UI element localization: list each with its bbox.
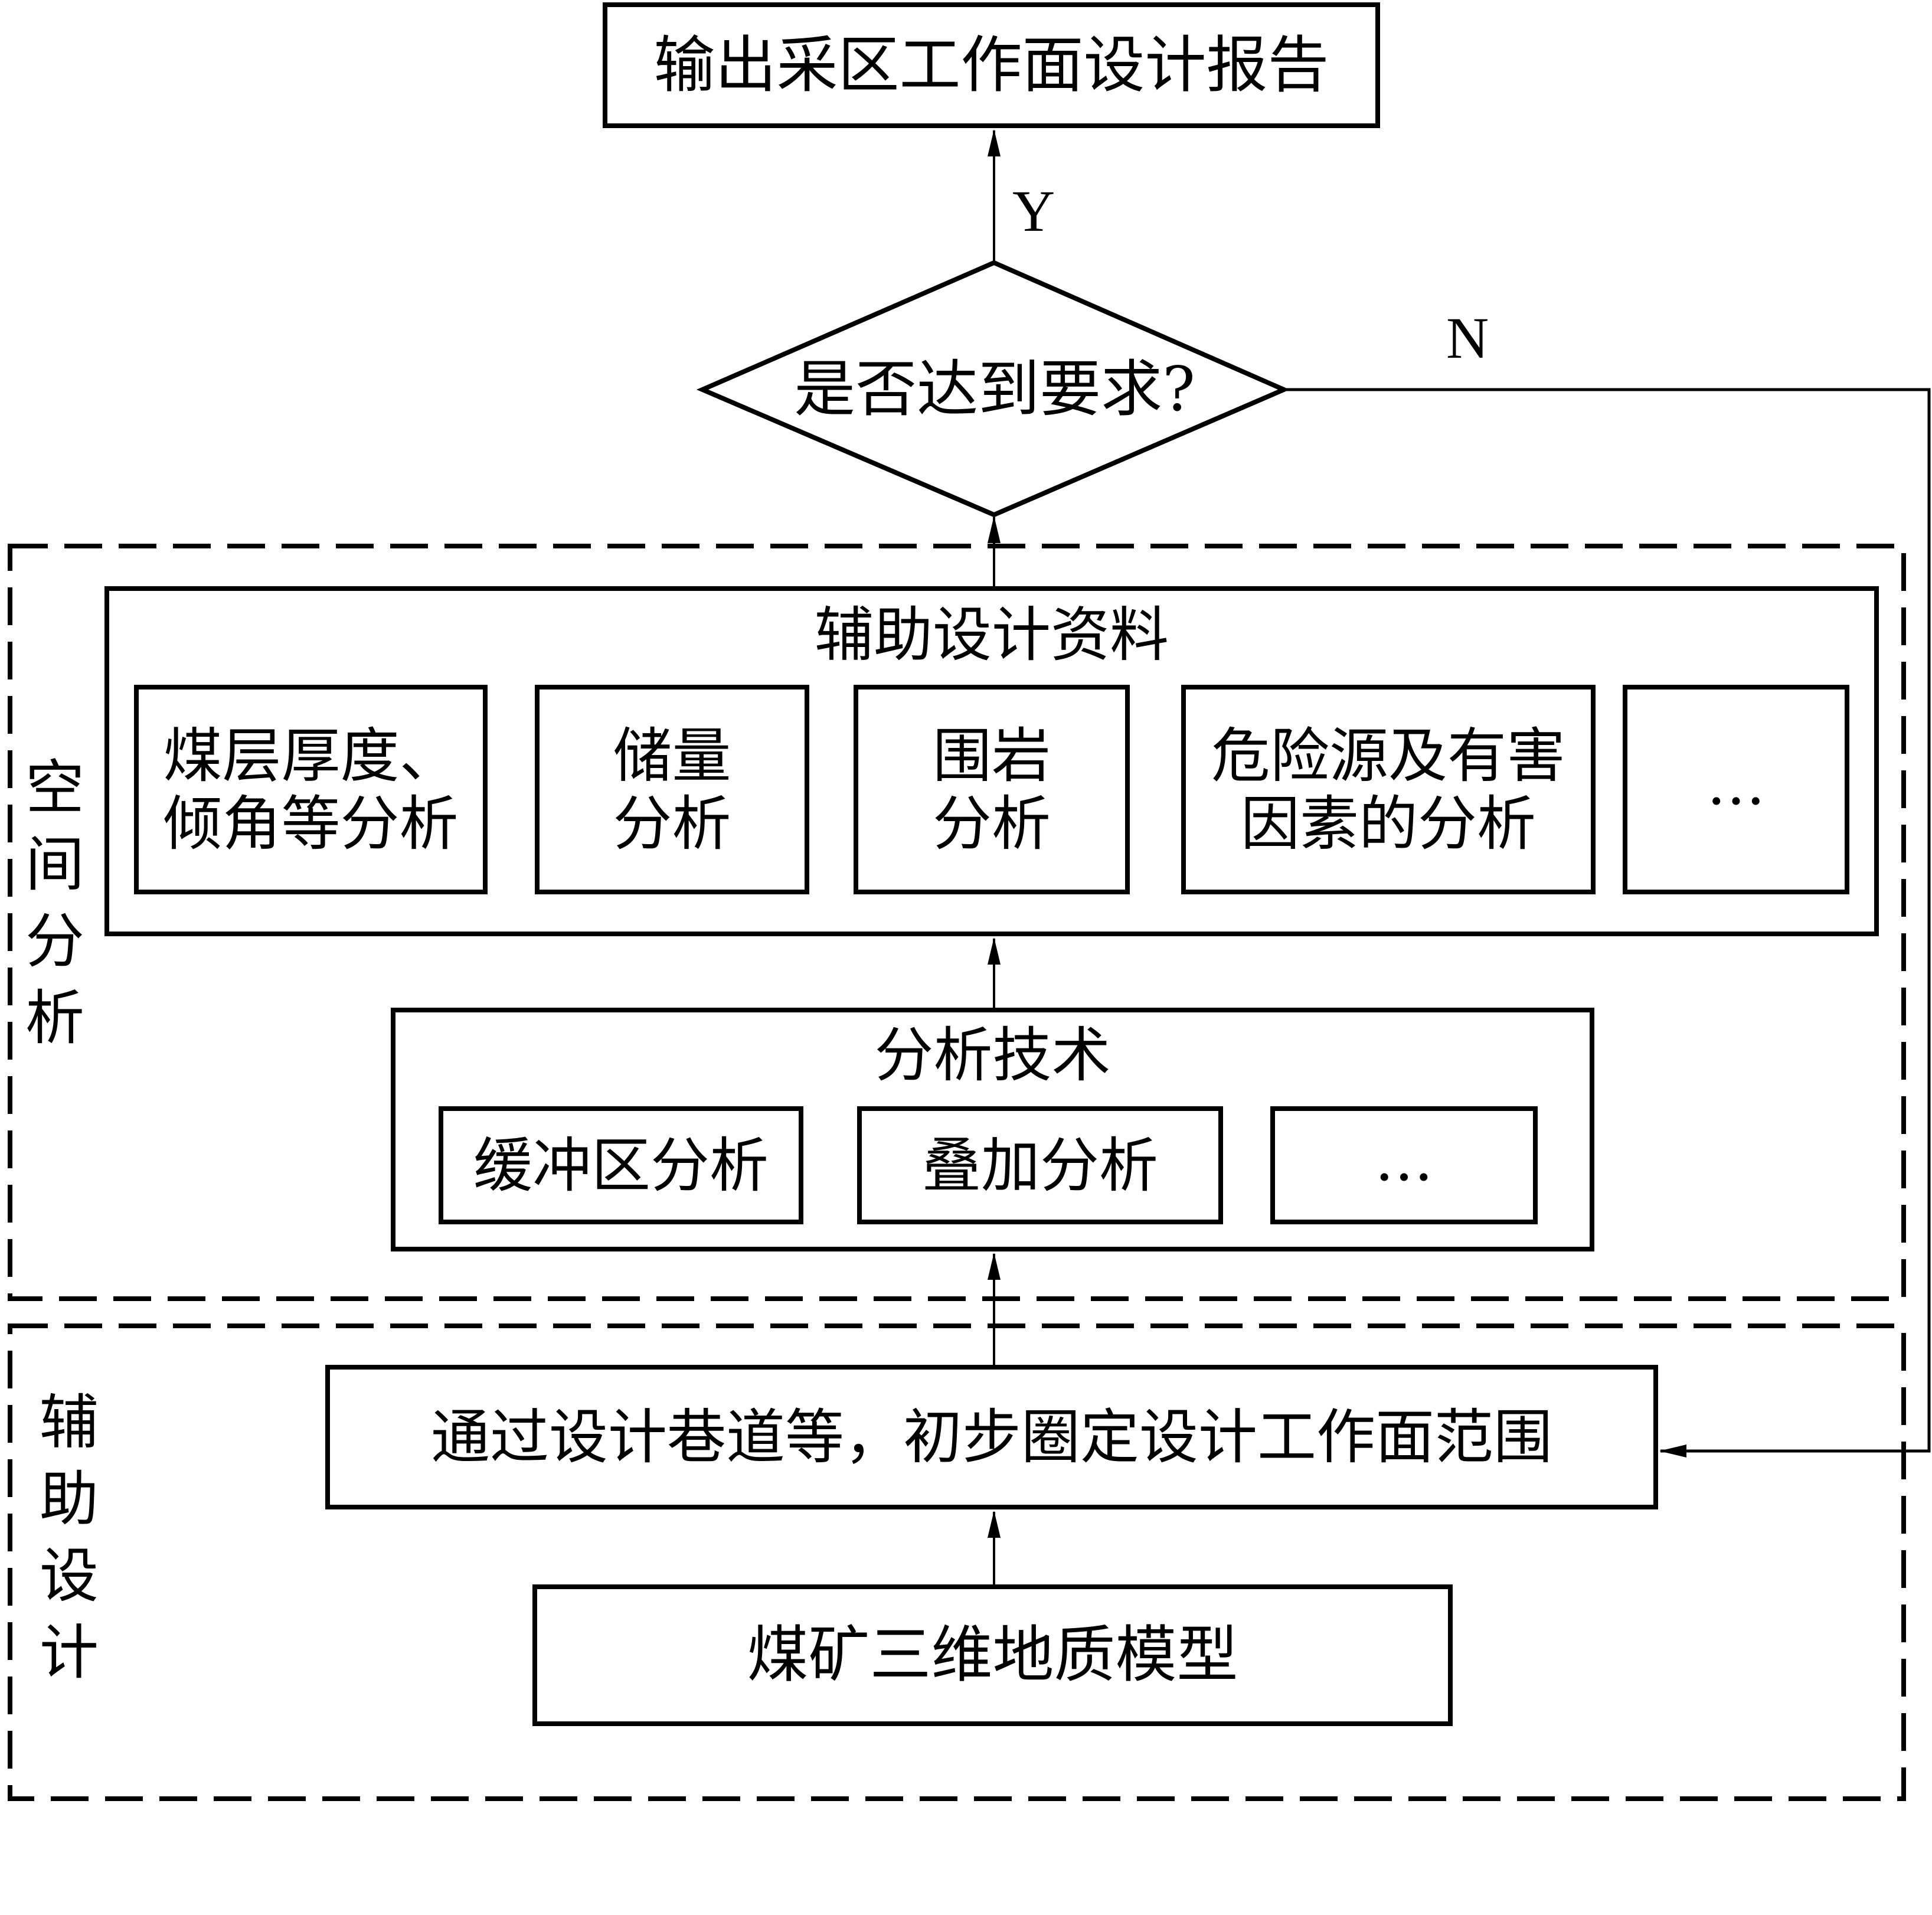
aux-item-label: 储量 分析: [613, 721, 731, 858]
tech-item-label: 叠加分析: [922, 1130, 1158, 1200]
aux-item-label: 煤层厚度、 倾角等分析: [163, 721, 459, 858]
output-report-label: 输出采区工作面设计报告: [653, 28, 1329, 101]
geo-model-label: 煤矿三维地质模型: [747, 1619, 1238, 1691]
ellipsis-label: …: [1374, 1125, 1434, 1194]
aux-materials-title: 辅助设计资料: [815, 600, 1169, 669]
aux-design-group: [8, 1323, 1906, 1801]
arrow-no-feedback: [1284, 388, 1931, 1458]
spatial-analysis-group: [8, 544, 1906, 1301]
aux-item-more: …: [1623, 685, 1849, 894]
geo-model-box: 煤矿三维地质模型: [532, 1584, 1453, 1726]
analysis-tech-title: 分析技术: [874, 1020, 1111, 1090]
spatial-analysis-label: 空 间 分 析: [25, 753, 84, 1053]
tech-item-overlay: 叠加分析: [857, 1106, 1223, 1224]
aux-item-surrounding-rock: 围岩 分析: [854, 685, 1130, 894]
tech-item-label: 缓冲区分析: [473, 1130, 769, 1200]
tech-item-more: …: [1270, 1106, 1538, 1224]
decision-label: 是否达到要求?: [794, 353, 1195, 426]
aux-design-label: 辅 助 设 计: [40, 1388, 99, 1687]
preliminary-design-label: 通过设计巷道等，初步圈定设计工作面范围: [431, 1403, 1552, 1472]
yes-label: Y: [1012, 178, 1055, 244]
output-report-box: 输出采区工作面设计报告: [603, 2, 1380, 128]
aux-item-label: 围岩 分析: [933, 721, 1051, 858]
decision-diamond: [696, 260, 1290, 518]
aux-item-label: 危险源及有害 因素的分析: [1211, 721, 1565, 858]
aux-item-reserves: 储量 分析: [535, 685, 809, 894]
no-label: N: [1446, 305, 1489, 371]
aux-item-coal-seam: 煤层厚度、 倾角等分析: [134, 685, 488, 894]
ellipsis-label: …: [1707, 749, 1766, 818]
preliminary-design-box: 通过设计巷道等，初步圈定设计工作面范围: [325, 1365, 1658, 1509]
aux-item-hazards: 危险源及有害 因素的分析: [1181, 685, 1596, 894]
tech-item-buffer: 缓冲区分析: [439, 1106, 803, 1224]
